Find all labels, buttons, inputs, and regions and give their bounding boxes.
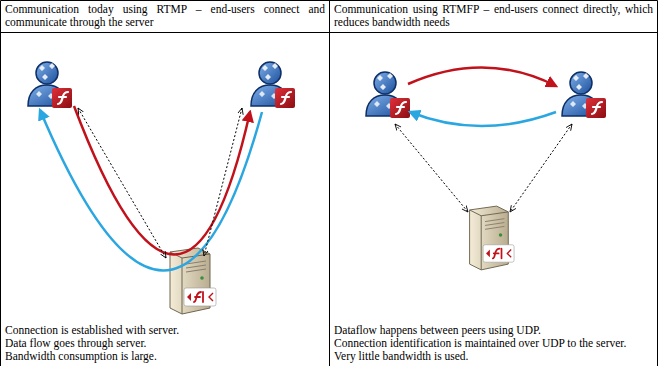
panel-note: Connection is established with server. [5, 324, 325, 337]
data-flow-arc [408, 67, 556, 86]
server-icon [470, 206, 514, 270]
panel-note: Very little bandwidth is used. [334, 350, 653, 363]
user-icon [28, 62, 72, 108]
data-flow-arc [410, 112, 556, 126]
table-cell: Communication using RTMFP – end-users co… [330, 1, 657, 366]
table-cell: Communication today using RTMP – end-use… [1, 1, 329, 366]
panel-note: Data flow goes through server. [5, 337, 325, 350]
panel-heading: Communication today using RTMP – end-use… [5, 3, 325, 29]
control-link [204, 108, 242, 256]
panel-note: Bandwidth consumption is large. [5, 350, 325, 363]
control-link [78, 108, 166, 258]
user-icon [366, 72, 410, 118]
control-link [510, 124, 572, 212]
panel-note: Dataflow happens between peers using UDP… [334, 324, 653, 337]
control-link [395, 124, 468, 212]
user-icon [251, 62, 295, 108]
panel-note: Connection identification is maintained … [334, 337, 653, 350]
data-flow-arc [74, 106, 250, 255]
data-flow-arc [40, 110, 262, 271]
user-icon [562, 72, 606, 118]
panel-heading: Communication using RTMFP – end-users co… [334, 3, 653, 29]
